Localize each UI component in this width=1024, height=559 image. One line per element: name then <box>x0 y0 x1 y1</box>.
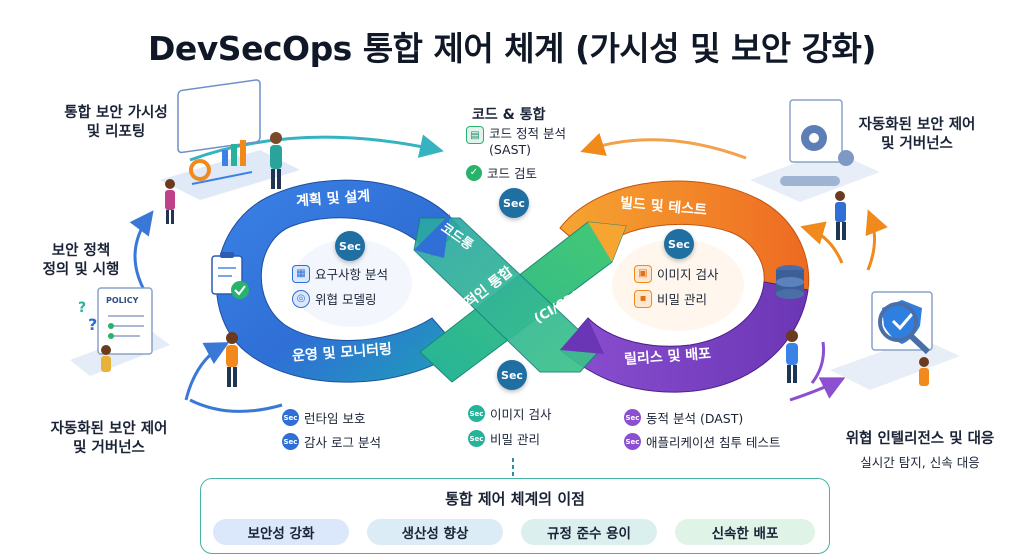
sec-icon: Sec <box>624 433 641 450</box>
list-item: ▤ 코드 정적 분석 (SAST) <box>466 126 566 158</box>
benefit-pill-deployment: 신속한 배포 <box>675 519 815 545</box>
person-release <box>786 330 798 383</box>
sec-icon: Sec <box>468 430 485 447</box>
list-item: Sec 런타임 보호 <box>282 409 366 426</box>
svg-text:?: ? <box>78 300 86 316</box>
benefits-title: 통합 제어 체계의 이점 <box>445 490 585 508</box>
benefit-pill-productivity: 생산성 향상 <box>367 519 503 545</box>
dashboard-illustration <box>160 79 300 200</box>
list-item: ▪ 비밀 관리 <box>634 289 718 308</box>
label-automated-left: 자동화된 보안 제어 및 거버넌스 <box>50 421 168 456</box>
sec-icon: Sec <box>468 405 485 422</box>
list-item: Sec 이미지 검사 <box>468 405 552 422</box>
document-scan-icon: ▤ <box>466 126 484 144</box>
image-scan-icon: ▣ <box>634 264 652 283</box>
sec-badge-right: Sec <box>664 229 694 259</box>
cicd-security-items: Sec 이미지 검사 Sec 비밀 관리 <box>468 404 551 448</box>
code-integration-items: ▤ 코드 정적 분석 (SAST) ✓ 코드 검토 <box>466 126 566 182</box>
sec-icon: Sec <box>282 409 299 426</box>
build-inner-items: ▣ 이미지 검사 ▪ 비밀 관리 <box>634 264 718 308</box>
release-security-items: Sec 동적 분석 (DAST) Sec 애플리케이션 침투 테스트 <box>624 408 780 451</box>
sec-icon: Sec <box>624 409 641 426</box>
list-item: ▣ 이미지 검사 <box>634 264 718 283</box>
list-item: Sec 동적 분석 (DAST) <box>624 409 744 426</box>
lock-icon: ▪ <box>634 289 652 308</box>
label-automated-right: 자동화된 보안 제어 및 거버넌스 <box>858 117 976 152</box>
shield-magnifier-illustration <box>830 291 960 390</box>
list-item: ✓ 코드 검토 <box>466 163 566 182</box>
page-title: DevSecOps 통합 제어 체계 (가시성 및 보안 강화) <box>148 29 876 68</box>
sec-badge-left: Sec <box>335 231 365 261</box>
clipboard-check-icon <box>211 252 249 299</box>
svg-text:?: ? <box>88 315 97 334</box>
threat-model-icon: ◎ <box>292 289 310 308</box>
policy-illustration: ? ? <box>70 287 170 376</box>
label-visibility-reporting: 통합 보안 가시성 및 리포팅 <box>64 105 168 140</box>
operate-security-items: Sec 런타임 보호 Sec 감사 로그 분석 <box>282 408 381 451</box>
sec-badge-bottom: Sec <box>497 360 527 390</box>
list-item: ▦ 요구사항 분석 <box>292 264 388 283</box>
list-item: Sec 감사 로그 분석 <box>282 433 381 450</box>
label-threat-intel: 위협 인텔리전스 및 대응 <box>845 431 995 447</box>
database-icon <box>776 265 804 299</box>
benefit-pill-security: 보안성 강화 <box>213 519 349 545</box>
label-threat-intel-sub: 실시간 탐지, 신속 대응 <box>860 455 980 470</box>
plan-inner-items: ▦ 요구사항 분석 ◎ 위협 모델링 <box>292 264 388 308</box>
label-policy: 보안 정책 정의 및 시행 <box>42 243 120 278</box>
gear-pipeline-illustration <box>750 99 880 240</box>
sec-icon: Sec <box>282 433 299 450</box>
policy-doc-text: POLICY <box>106 296 139 305</box>
list-item: Sec 애플리케이션 침투 테스트 <box>624 433 781 450</box>
list-item: Sec 비밀 관리 <box>468 430 540 447</box>
code-integration-title: 코드 & 통합 <box>472 107 546 123</box>
person-operate <box>226 332 238 387</box>
requirements-icon: ▦ <box>292 264 310 283</box>
sec-badge-top: Sec <box>499 188 529 218</box>
list-item: ◎ 위협 모델링 <box>292 289 388 308</box>
benefit-pill-compliance: 규정 준수 용이 <box>521 519 657 545</box>
check-icon: ✓ <box>466 164 482 181</box>
person-dashboard <box>165 132 282 224</box>
benefits-box: 통합 제어 체계의 이점 보안성 강화 생산성 향상 규정 준수 용이 신속한 … <box>200 478 830 554</box>
